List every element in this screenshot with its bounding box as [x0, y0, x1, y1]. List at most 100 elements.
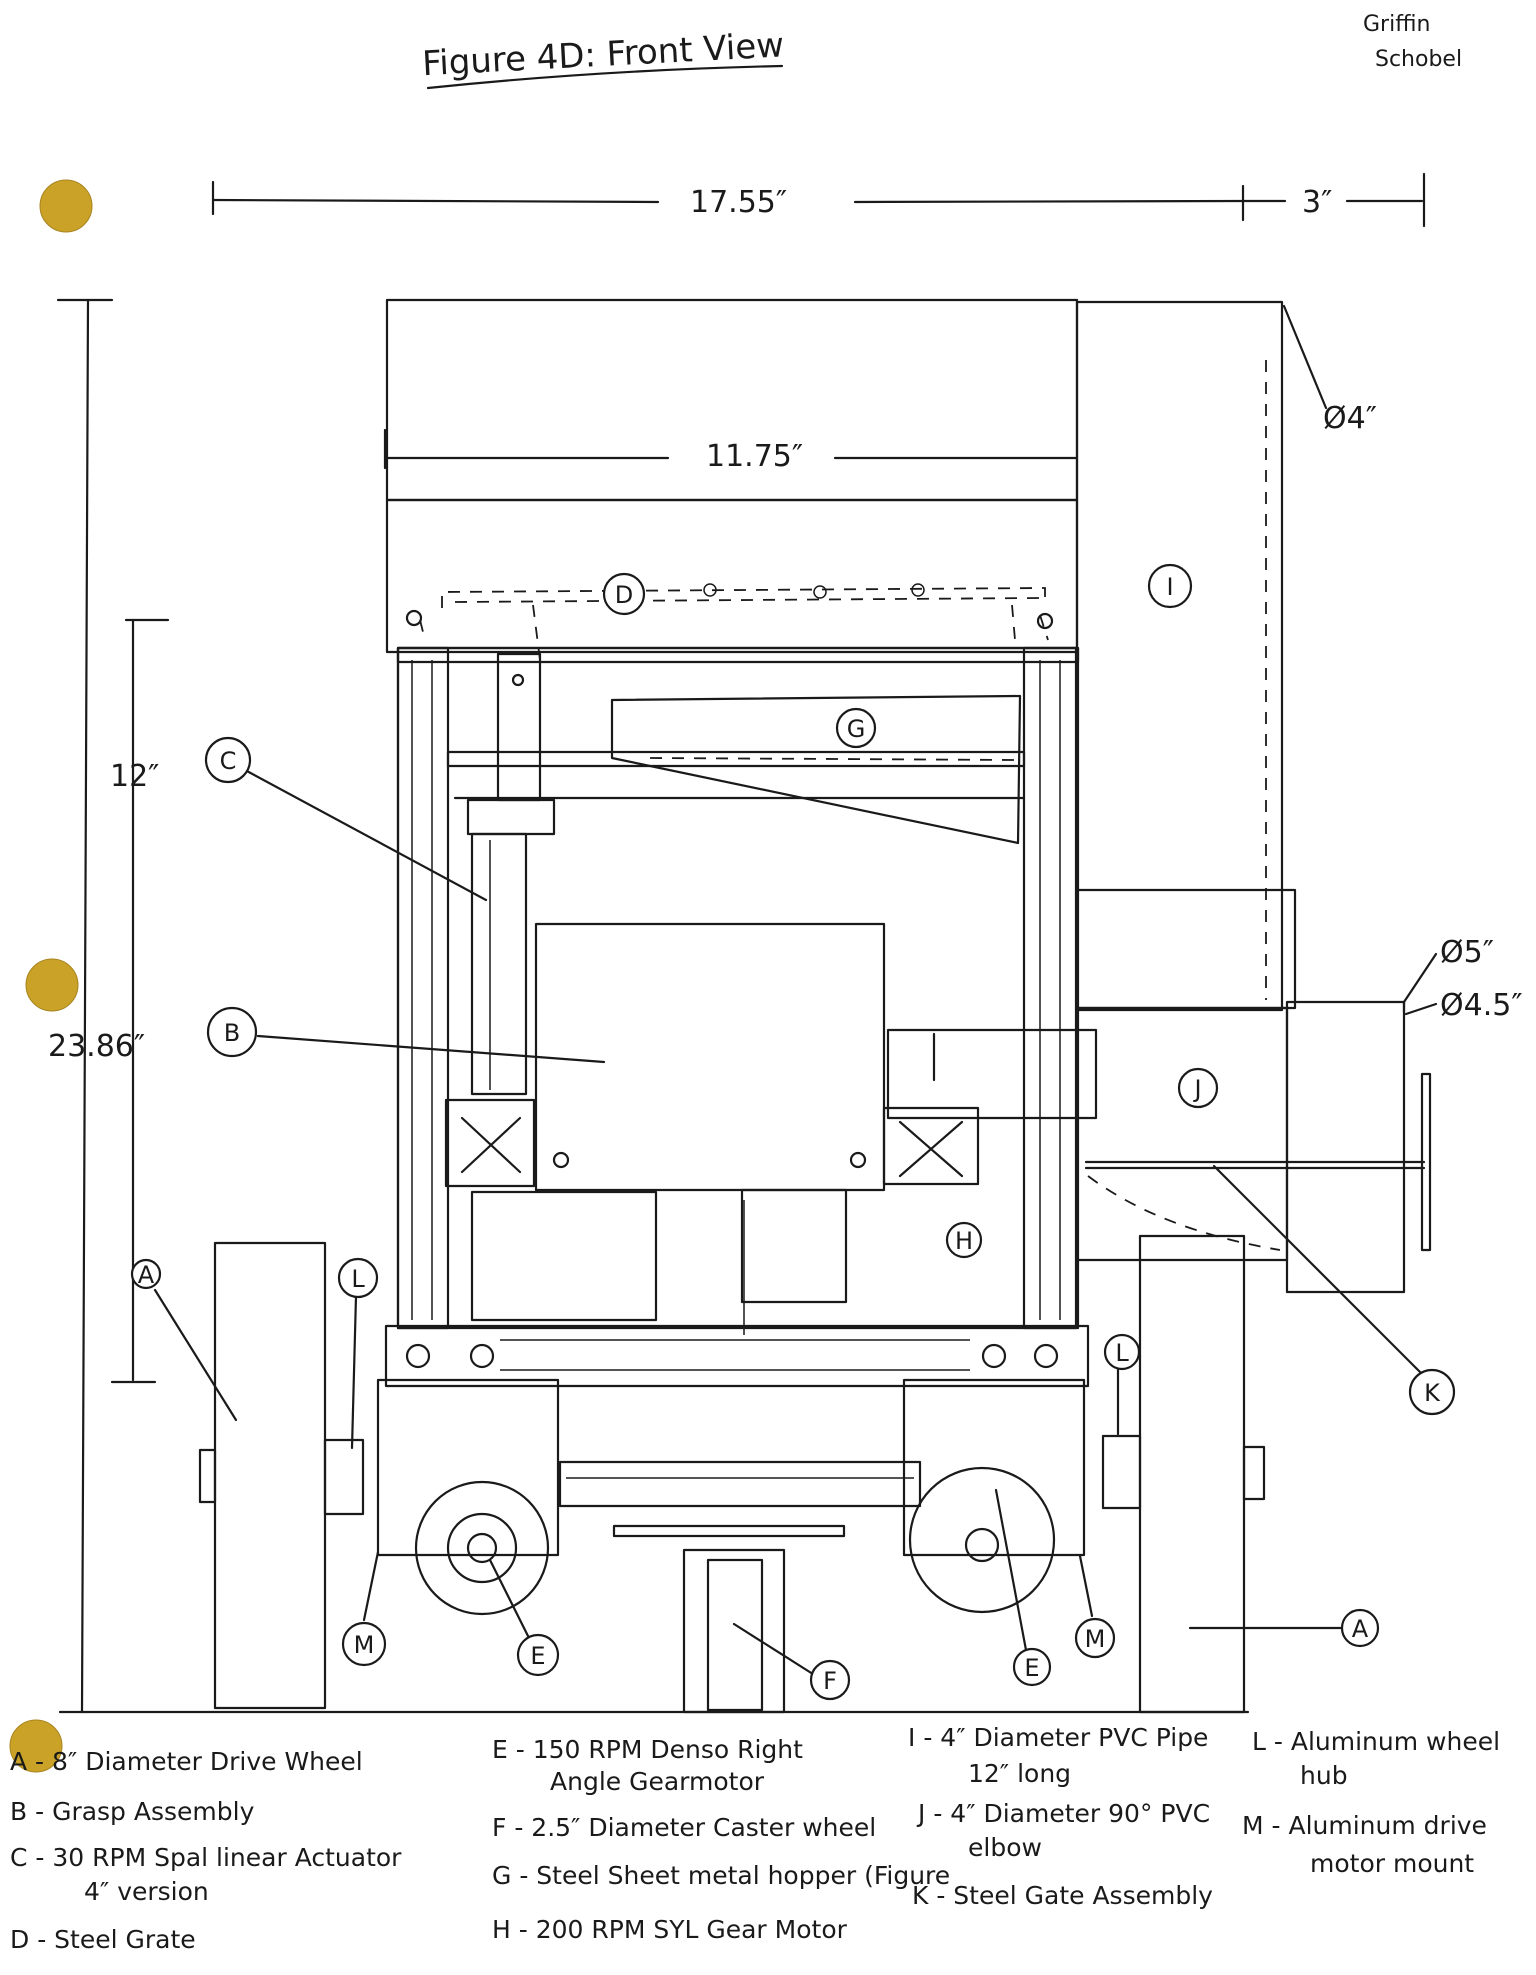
- leader-b: [256, 1034, 606, 1064]
- gripper-x-right: [898, 1120, 964, 1178]
- dim-overall-width: 17.55″: [690, 185, 787, 220]
- frame-left-rail: [396, 646, 450, 1330]
- steel-gate-plate: [1420, 1072, 1432, 1252]
- grate-bolt-3: [911, 583, 925, 597]
- legend-d: D - Steel Grate: [10, 1925, 196, 1954]
- pvc-elbow-outlet: [1285, 1000, 1406, 1294]
- caster-plate: [612, 1524, 846, 1538]
- drive-wheel-hub-left: [323, 1438, 365, 1516]
- grate-left-post: [419, 604, 541, 661]
- callout-m-left: M: [341, 1621, 387, 1667]
- dim-pipe-diameter: Ø4″: [1323, 401, 1377, 436]
- drive-wheel-left: [213, 1241, 327, 1710]
- callout-e-right: E: [1012, 1647, 1052, 1687]
- grate-bolt-right: [1036, 612, 1054, 630]
- legend-i-cont: 12″ long: [968, 1759, 1071, 1788]
- frame-bottom-crossbar: [384, 1324, 1090, 1388]
- svg-text:A: A: [1352, 1615, 1369, 1643]
- callout-h: H: [945, 1221, 983, 1259]
- elbow-collar-top: [1075, 888, 1297, 1010]
- dim-overall-height: 23.86″: [48, 1029, 145, 1064]
- binder-hole-middle: [25, 958, 79, 1012]
- denso-gearmotor-right: [908, 1466, 1056, 1614]
- svg-text:M: M: [354, 1631, 375, 1659]
- gripper-x-left: [460, 1116, 522, 1174]
- leader-l-left: [350, 1294, 358, 1450]
- crossbar-bolt-2: [469, 1343, 495, 1369]
- dim-line-overall-height: [80, 298, 90, 1714]
- svg-text:M: M: [1085, 1625, 1106, 1653]
- dim-inner-width: 11.75″: [706, 439, 803, 474]
- sgl-gear-motor: [470, 1190, 658, 1322]
- elbow-inner-leader-2: [1404, 1002, 1438, 1016]
- legend-f: F - 2.5″ Diameter Caster wheel: [492, 1813, 876, 1842]
- dim-frame-height: 12″: [110, 759, 159, 794]
- svg-text:H: H: [955, 1227, 973, 1255]
- binder-hole-top: [39, 179, 93, 233]
- gear-motor-shaft: [740, 1188, 848, 1304]
- denso-gearmotor-left-inner: [446, 1512, 518, 1584]
- frame-upper-inner-bar: [446, 750, 1026, 768]
- callout-c: C: [204, 736, 252, 784]
- svg-text:E: E: [1024, 1654, 1039, 1682]
- leader-e-right: [994, 1488, 1028, 1652]
- drive-wheel-axle-right: [1242, 1445, 1266, 1501]
- legend-a: A - 8″ Diameter Drive Wheel: [10, 1747, 363, 1776]
- callout-e-left: E: [516, 1633, 560, 1677]
- callout-l-left: L: [337, 1257, 379, 1299]
- linear-actuator-body: [470, 832, 528, 1096]
- grate-bolt-2: [813, 585, 827, 599]
- grate-bolt-left: [405, 609, 423, 627]
- gripper-block-right: [882, 1106, 980, 1186]
- crossbar-bolt-1: [405, 1343, 431, 1369]
- callout-l-right: L: [1103, 1333, 1141, 1371]
- pipe-diameter-leader: [1282, 304, 1328, 410]
- grasp-bolt-right: [849, 1151, 867, 1169]
- legend-b: B - Grasp Assembly: [10, 1797, 255, 1826]
- legend-c-cont: 4″ version: [84, 1877, 209, 1906]
- actuator-pivot: [511, 673, 525, 687]
- leader-m-right: [1078, 1554, 1094, 1618]
- callout-d: D: [602, 572, 646, 616]
- steel-grate-lower: [454, 597, 1041, 603]
- binder-hole-bottom: [9, 1719, 63, 1773]
- author-line-2: Schobel: [1375, 47, 1462, 72]
- legend-g: G - Steel Sheet metal hopper (Figure: [492, 1861, 950, 1890]
- legend-i: I - 4″ Diameter PVC Pipe: [908, 1723, 1208, 1752]
- linear-actuator-cap: [466, 798, 556, 836]
- svg-text:D: D: [615, 581, 633, 609]
- legend-m-cont: motor mount: [1310, 1849, 1474, 1878]
- callout-k: K: [1408, 1368, 1456, 1416]
- svg-text:I: I: [1166, 573, 1173, 601]
- leader-m-left: [362, 1550, 380, 1622]
- svg-text:L: L: [351, 1265, 365, 1293]
- leader-e-left: [488, 1558, 532, 1642]
- legend: A - 8″ Diameter Drive Wheel B - Grasp As…: [10, 1723, 1500, 1954]
- pvc-pipe: [1075, 300, 1284, 1012]
- sheet-metal-hopper: [610, 694, 1022, 845]
- denso-gearmotor-left-shaft: [466, 1532, 498, 1564]
- callout-f: F: [809, 1659, 851, 1701]
- callout-a-left: A: [130, 1258, 162, 1290]
- legend-h: H - 200 RPM SYL Gear Motor: [492, 1915, 848, 1944]
- callout-a-right: A: [1340, 1608, 1380, 1648]
- hopper-body: [385, 498, 1079, 654]
- steel-grate: [441, 587, 1046, 608]
- drive-wheel-right: [1138, 1234, 1246, 1714]
- legend-j-cont: elbow: [968, 1833, 1042, 1862]
- figure-title: Figure 4D: Front View: [421, 25, 785, 84]
- motor-mount-left: [376, 1378, 560, 1557]
- caster-wheel-fork: [682, 1548, 786, 1714]
- legend-l-cont: hub: [1300, 1761, 1348, 1790]
- legend-j: J - 4″ Diameter 90° PVC: [916, 1799, 1210, 1828]
- drive-wheel-axle-left: [198, 1448, 217, 1504]
- callout-b: B: [206, 1006, 258, 1058]
- frame-top-crossbar: [396, 646, 1080, 664]
- svg-text:E: E: [530, 1642, 545, 1670]
- svg-text:A: A: [138, 1261, 155, 1289]
- dim-elbow-inner-diameter: Ø4.5″: [1440, 988, 1523, 1023]
- caster-wheel: [706, 1558, 764, 1712]
- leader-f: [732, 1622, 818, 1678]
- title-underline: [426, 64, 784, 90]
